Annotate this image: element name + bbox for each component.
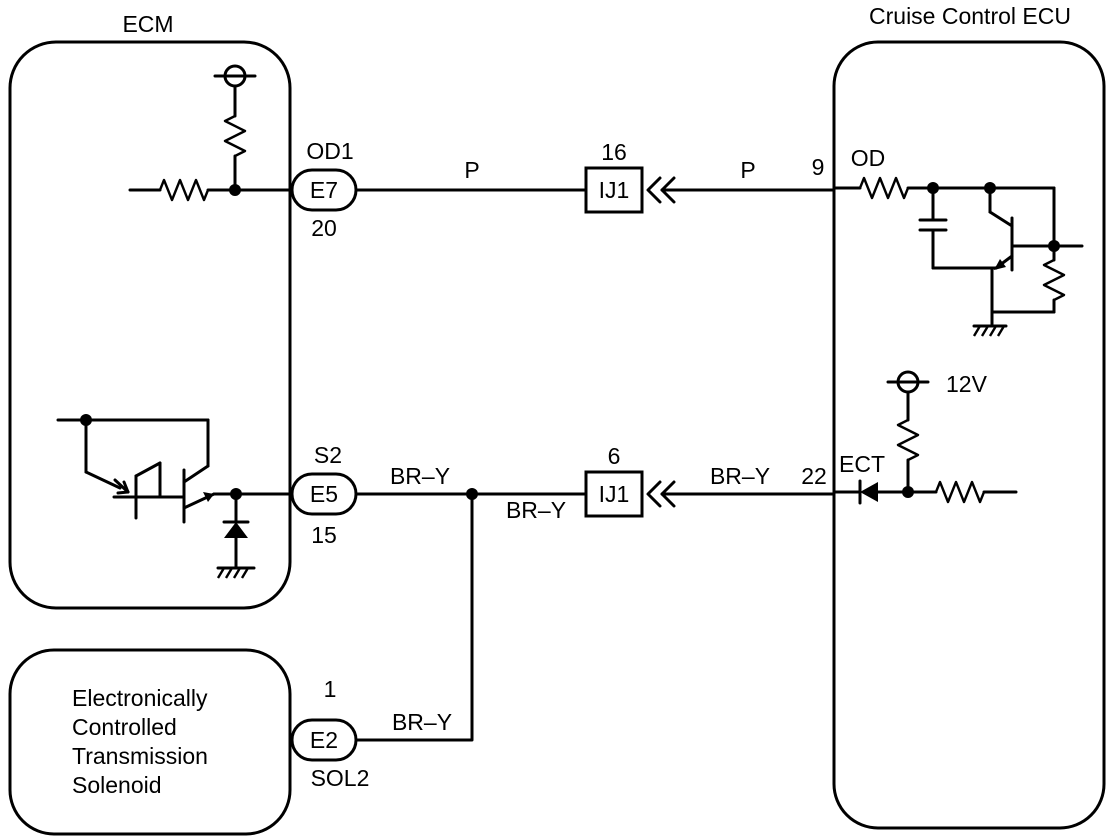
junction-ij1-od-pin: 16 (601, 139, 627, 165)
cruise-pin-22: 22 (801, 463, 827, 489)
od-wire-color-left: P (464, 157, 479, 183)
ect-wire-color-bottom: BR–Y (506, 497, 566, 523)
junction-ij1-od-label: IJ1 (599, 177, 630, 203)
ecm-od-internal-circuit (128, 64, 298, 202)
junction-ij1-ect-label: IJ1 (599, 481, 630, 507)
ecm-title: ECM (122, 11, 173, 37)
ecm-terminal-s2: S2 (314, 442, 342, 468)
cruise-od-internal-circuit (832, 176, 1084, 337)
cruise-control-ecu-title: Cruise Control ECU (869, 3, 1071, 29)
solenoid-terminal-sol2: SOL2 (311, 765, 370, 791)
connector-chevron-icon (646, 176, 662, 204)
ect-circuit: E5 S2 15 BR–Y BR–Y IJ1 6 BR–Y 22 ECT (290, 442, 885, 548)
ect-wire-color-top: BR–Y (390, 463, 450, 489)
cruise-ect-diode-icon (860, 482, 878, 502)
ecm-pullup-resistor (223, 114, 247, 158)
ect-wire-color-right: BR–Y (710, 463, 770, 489)
cruise-terminal-ect: ECT (839, 451, 885, 477)
solenoid-label-line1: Electronically (72, 685, 208, 711)
solenoid-wire-color: BR–Y (392, 709, 452, 735)
solenoid-label-line3: Transmission (72, 743, 208, 769)
connector-e2 (290, 718, 358, 762)
junction-ij1-ect (584, 470, 644, 518)
od-circuit: E7 OD1 20 P IJ1 16 P 9 OD (290, 138, 886, 241)
ecm-terminal-od1: OD1 (306, 138, 353, 164)
ecm-ect-internal-circuit (56, 414, 298, 579)
ecm-ground-icon (216, 566, 256, 579)
solenoid-circuit: E2 1 SOL2 BR–Y (290, 492, 474, 791)
od-wire-color-right: P (740, 157, 755, 183)
ecm-input-resistor (158, 178, 210, 202)
solenoid-wire (354, 492, 474, 742)
cruise-od-bias-resistor (1042, 258, 1066, 302)
connector-e5 (290, 472, 358, 516)
solenoid-block: Electronically Controlled Transmission S… (8, 648, 292, 836)
ecm-box (8, 40, 292, 610)
solenoid-box (8, 648, 292, 836)
cruise-control-ecu-block: Cruise Control ECU (832, 3, 1106, 830)
connector-e2-label: E2 (310, 727, 338, 753)
connector-e7-pin: 20 (311, 215, 337, 241)
ecm-block: ECM (8, 11, 298, 610)
cruise-od-resistor (858, 176, 910, 200)
solenoid-label-line4: Solenoid (72, 772, 162, 798)
cruise-terminal-od: OD (851, 145, 886, 171)
junction-ij1-od (584, 166, 644, 214)
cruise-control-ecu-box (832, 40, 1106, 830)
connector-chevron-icon (646, 480, 662, 508)
connector-e5-pin: 15 (311, 522, 337, 548)
connector-e7 (290, 168, 358, 212)
cruise-12v-label: 12V (946, 371, 988, 397)
cruise-ground-icon (972, 324, 1008, 337)
cruise-ect-pullup-resistor (896, 418, 920, 462)
cruise-ect-internal-circuit: 12V (832, 370, 1018, 505)
cruise-ect-resistor (934, 480, 986, 504)
cruise-pin-9: 9 (812, 154, 825, 180)
connector-e7-label: E7 (310, 177, 338, 203)
junction-ij1-ect-pin: 6 (608, 443, 621, 469)
ecm-diode-icon (224, 522, 248, 538)
ecm-od-node (229, 184, 241, 196)
solenoid-label-line2: Controlled (72, 714, 177, 740)
connector-e5-label: E5 (310, 481, 338, 507)
connector-e2-pin: 1 (324, 676, 337, 702)
